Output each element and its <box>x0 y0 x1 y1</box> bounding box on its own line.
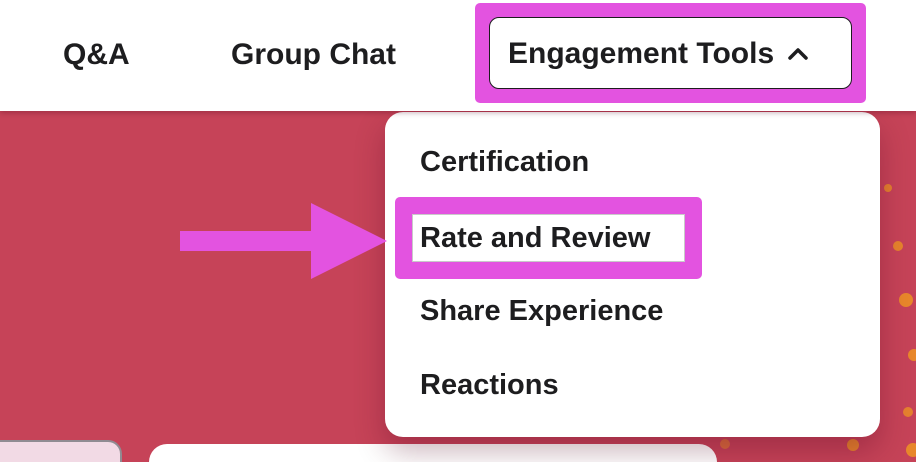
background-dot <box>906 443 916 457</box>
nav-item-group-chat[interactable]: Group Chat <box>231 38 396 71</box>
nav-item-engagement-tools[interactable]: Engagement Tools <box>489 17 852 89</box>
menu-item-certification[interactable]: Certification <box>420 146 590 178</box>
menu-item-share-experience[interactable]: Share Experience <box>420 295 664 327</box>
background-dot <box>908 349 916 361</box>
annotation-box-engagement-tools: Engagement Tools <box>475 3 866 103</box>
annotation-arrow-head <box>311 203 387 279</box>
rate-and-review-label: Rate and Review <box>420 222 651 254</box>
engagement-tools-label: Engagement Tools <box>508 36 775 70</box>
pink-chip-partial[interactable] <box>0 440 122 462</box>
background-dot <box>884 184 892 192</box>
background-dot <box>847 439 859 451</box>
background-dot <box>893 241 903 251</box>
bottom-sheet-partial <box>149 444 717 462</box>
engagement-tools-dropdown-menu: Certification Rate and Review Share Expe… <box>385 112 880 437</box>
background-dot <box>903 407 913 417</box>
chevron-up-icon <box>788 48 808 60</box>
background-dot <box>720 439 730 449</box>
menu-item-rate-and-review[interactable]: Rate and Review <box>412 214 685 262</box>
annotation-arrow-shaft <box>180 231 313 251</box>
nav-item-qa[interactable]: Q&A <box>63 38 130 71</box>
annotation-box-rate-and-review: Rate and Review <box>395 197 702 279</box>
menu-item-reactions[interactable]: Reactions <box>420 369 559 401</box>
background-dot <box>899 293 913 307</box>
